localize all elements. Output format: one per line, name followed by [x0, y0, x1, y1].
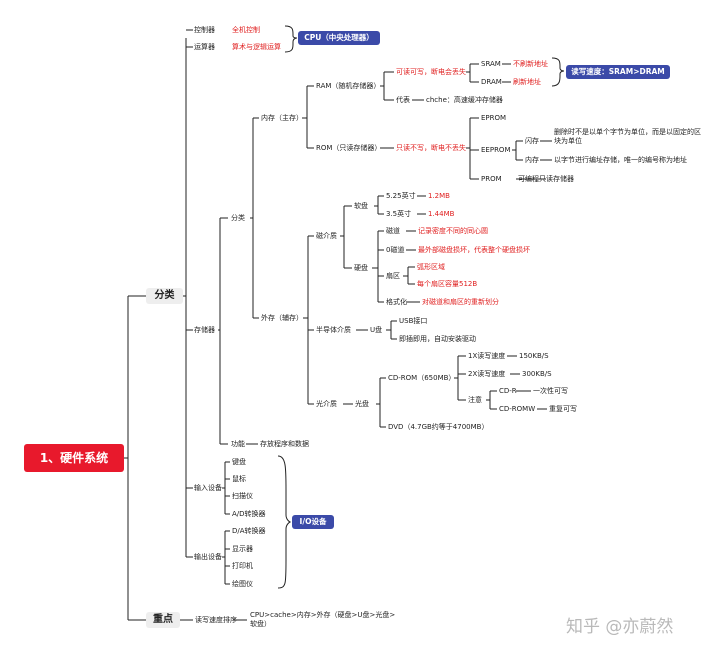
proxy: 代表: [396, 96, 410, 104]
cpu-controller: 控制器: [194, 26, 215, 34]
storage-category: 分类: [231, 214, 245, 222]
input-devices: 输入设备: [194, 484, 222, 492]
rom-desc: 只读不写，断电不丢失: [396, 144, 466, 152]
external-memory: 外存（辅存）: [261, 314, 303, 322]
floppy-525-cap: 1.2MB: [428, 192, 450, 200]
sram-desc: 不刷新地址: [513, 60, 548, 68]
storage-label: 存储器: [194, 326, 215, 334]
branch-classification: 分类: [146, 288, 183, 304]
optical-media: 光介质: [316, 400, 337, 408]
root-node: 1、硬件系统: [24, 444, 124, 472]
io-tag: I/O设备: [292, 515, 334, 529]
speed-tag: 读写速度：SRAM>DRAM: [566, 65, 670, 79]
semiconductor-media: 半导体介质: [316, 326, 351, 334]
speed-2x: 2X读写速度: [468, 370, 506, 378]
dram-desc: 刷新地址: [513, 78, 541, 86]
speed-1x-value: 150KB/S: [519, 352, 549, 360]
track: 磁道: [386, 227, 400, 235]
speed-1x: 1X读写速度: [468, 352, 506, 360]
floppy-35: 3.5英寸: [386, 210, 412, 218]
speed-2x-value: 300KB/S: [522, 370, 552, 378]
cpu-controller-desc: 全机控制: [232, 26, 260, 34]
memory-desc: 以字节进行编址存储，唯一的编号称为地址: [554, 156, 687, 164]
output-plotter: 绘图仪: [232, 580, 253, 588]
memory: 内存: [525, 156, 539, 164]
flash: 闪存: [525, 137, 539, 145]
rom: ROM（只读存储器）: [316, 144, 382, 152]
watermark: 知乎 @亦蔚然: [566, 617, 674, 637]
proxy-desc: chche：高速缓冲存储器: [426, 96, 503, 104]
hard-disk: 硬盘: [354, 264, 368, 272]
cpu-alu-desc: 算术与逻辑运算: [232, 43, 281, 51]
note: 注意: [468, 396, 482, 404]
floppy: 软盘: [354, 202, 368, 210]
prom-desc: 可编程只读存储器: [518, 175, 574, 183]
cpu-tag: CPU（中央处理器）: [298, 31, 380, 45]
cpu-alu: 运算器: [194, 43, 215, 51]
cd-r: CD-R: [499, 387, 517, 395]
floppy-525: 5.25英寸: [386, 192, 416, 200]
magnetic-media: 磁介质: [316, 232, 337, 240]
output-printer: 打印机: [232, 562, 253, 570]
sram: SRAM: [481, 60, 501, 68]
branch-key-points: 重点: [146, 612, 180, 628]
plug-and-play: 即插即用，自动安装驱动: [399, 335, 476, 343]
track-zero: 0磁道: [386, 246, 405, 254]
sector: 扇区: [386, 272, 400, 280]
speed-order-desc: CPU>cache>内存>外存（硬盘>U盘>光盘>软盘）: [250, 611, 396, 628]
input-keyboard: 键盘: [232, 458, 246, 466]
ram: RAM（随机存储器）: [316, 82, 381, 90]
output-da-converter: D/A转换器: [232, 527, 266, 535]
speed-order: 读写速度排序: [195, 616, 237, 624]
cd-rw-desc: 重复可写: [549, 405, 577, 413]
output-monitor: 显示器: [232, 545, 253, 553]
cd-r-desc: 一次性可写: [533, 387, 568, 395]
usb-disk: U盘: [370, 326, 383, 334]
cd-rw: CD-ROMW: [499, 405, 536, 413]
optical-disc: 光盘: [355, 400, 369, 408]
storage-function-desc: 存放程序和数据: [260, 440, 309, 448]
ram-desc: 可读可写，断电会丢失: [396, 68, 466, 76]
sector-desc-2: 每个扇区容量512B: [417, 280, 478, 288]
eeprom: EEPROM: [481, 146, 511, 154]
internal-memory: 内存（主存）: [261, 114, 303, 122]
dvd: DVD（4.7GB约等于4700MB）: [388, 423, 489, 431]
cd-rom: CD-ROM（650MB）: [388, 374, 456, 382]
dram: DRAM: [481, 78, 502, 86]
input-ad-converter: A/D转换器: [232, 510, 266, 518]
sector-desc-1: 弧形区域: [417, 263, 445, 271]
track-zero-desc: 最外部磁盘损坏，代表整个硬盘损坏: [418, 246, 530, 254]
output-devices: 输出设备: [194, 553, 222, 561]
storage-function: 功能: [231, 440, 245, 448]
flash-desc: 删除时不是以单个字节为单位，而是以固定的区块为单位: [554, 128, 701, 145]
format: 格式化: [386, 298, 407, 306]
track-desc: 记录密度不同的同心圆: [418, 227, 488, 235]
prom: PROM: [481, 175, 502, 183]
floppy-35-cap: 1.44MB: [428, 210, 455, 218]
input-mouse: 鼠标: [232, 475, 246, 483]
usb-port: USB接口: [399, 317, 428, 325]
format-desc: 对磁道和扇区的重新划分: [422, 298, 499, 306]
input-scanner: 扫描仪: [232, 492, 253, 500]
eprom: EPROM: [481, 114, 507, 122]
